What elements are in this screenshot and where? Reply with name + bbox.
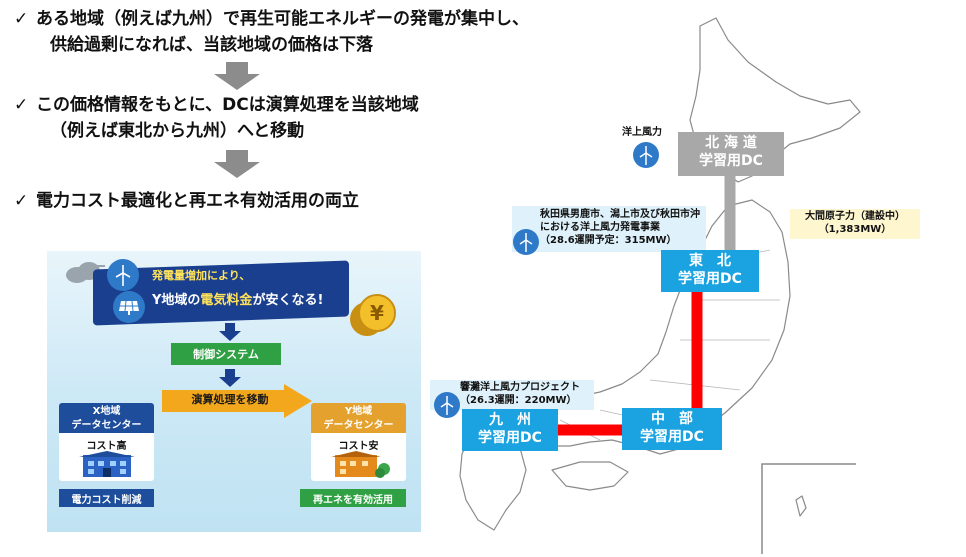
dc-kyushu-region: 九 州 <box>489 412 531 428</box>
banner-line2-pre: Y地域の <box>152 293 201 308</box>
move-processing-arrow <box>162 384 312 418</box>
control-system-box: 制御システム <box>171 343 281 365</box>
dc-kyushu: 九 州 学習用DC <box>462 409 558 451</box>
y-dc-tag: 再エネを有効活用 <box>300 489 406 507</box>
y-dc-cost: コスト安 <box>338 441 379 452</box>
akita-line2: における洋上風力発電事業 <box>540 222 660 233</box>
dc-chubu-region: 中 部 <box>651 411 693 427</box>
akita-wind-callout: 秋田県男鹿市、潟上市及び秋田市沖 における洋上風力発電事業 （28.6運開予定：… <box>512 206 706 252</box>
check-icon: ✓ <box>14 95 29 115</box>
akita-line1: 秋田県男鹿市、潟上市及び秋田市沖 <box>540 209 700 220</box>
dc-tohoku-type: 学習用DC <box>678 271 742 287</box>
inset-frame <box>761 463 856 554</box>
yen-symbol: ¥ <box>370 301 384 325</box>
wind-turbine-icon <box>513 229 539 255</box>
x-region-dc-card: X地域データセンター コスト高 <box>59 403 154 481</box>
x-dc-body: コスト高 <box>59 433 154 481</box>
oma-line2: （1,383MW） <box>818 224 892 235</box>
bullet-1-line2: 供給過剰になれば、当該地域の価格は下落 <box>50 35 373 55</box>
building-icon <box>79 451 135 477</box>
bullet-1-line1: ある地域（例えば九州）で再生可能エネルギーの発電が集中し、 <box>36 9 529 29</box>
check-icon: ✓ <box>14 9 29 29</box>
y-dc-header: Y地域データセンター <box>311 403 406 433</box>
wind-turbine-icon <box>633 142 659 168</box>
x-dc-title1: X地域 <box>92 406 121 417</box>
bullet-2-line1: この価格情報をもとに、DCは演算処理を当該地域 <box>36 95 419 115</box>
dc-tohoku-region: 東 北 <box>689 253 731 269</box>
dc-hokkaido-type: 学習用DC <box>699 153 763 169</box>
building-icon <box>331 451 390 478</box>
x-dc-tag: 電力コスト削減 <box>59 489 154 507</box>
down-arrow-icon <box>214 150 260 178</box>
banner-line1: 発電量増加により、 <box>152 269 251 282</box>
dc-hokkaido: 北 海 道 学習用DC <box>678 132 784 176</box>
y-region-dc-card: Y地域データセンター コスト安 <box>311 403 406 481</box>
wind-turbine-icon <box>107 259 139 291</box>
x-dc-cost: コスト高 <box>86 441 127 452</box>
check-icon: ✓ <box>14 191 29 211</box>
okinawa-island <box>795 495 807 517</box>
bullet-3: ✓ 電力コスト最適化と再エネ有効活用の両立 <box>14 188 359 214</box>
down-arrow-icon <box>214 62 260 90</box>
dc-tohoku: 東 北 学習用DC <box>661 250 759 292</box>
down-arrow-icon <box>219 323 241 341</box>
y-dc-title2: データセンター <box>323 420 394 431</box>
bullet-3-line1: 電力コスト最適化と再エネ有効活用の両立 <box>36 191 359 211</box>
down-arrow-icon <box>219 369 241 387</box>
akita-line3: （28.6運開予定：315MW） <box>540 235 677 246</box>
oma-line1: 大間原子力（建設中） <box>805 211 905 222</box>
x-dc-title2: データセンター <box>71 420 142 431</box>
offshore-wind-label: 洋上風力 <box>622 127 662 138</box>
bullet-2-line2: （例えば東北から九州）へと移動 <box>50 121 305 141</box>
wind-turbine-icon <box>434 392 460 418</box>
banner-line2: Y地域の電気料金が安くなる! <box>152 289 323 308</box>
move-processing-label: 演算処理を移動 <box>191 393 269 406</box>
dc-chubu: 中 部 学習用DC <box>622 408 722 450</box>
dc-chubu-type: 学習用DC <box>640 429 704 445</box>
yen-coin-icon: ¥ <box>350 294 396 336</box>
shikoku-outline <box>551 461 629 491</box>
hibiki-line1: 響灘洋上風力プロジェクト <box>460 382 580 393</box>
hibiki-line2: （26.3運開：220MW） <box>460 395 577 406</box>
bullet-2: ✓ この価格情報をもとに、DCは演算処理を当該地域 （例えば東北から九州）へと移動 <box>14 92 419 144</box>
banner-line2-highlight: 電気料金 <box>200 293 253 308</box>
y-dc-body: コスト安 <box>311 433 406 481</box>
y-dc-title1: Y地域 <box>344 406 373 417</box>
oma-nuclear-callout: 大間原子力（建設中） （1,383MW） <box>790 209 920 239</box>
banner-line2-post: が安くなる! <box>252 293 324 308</box>
bullet-1: ✓ ある地域（例えば九州）で再生可能エネルギーの発電が集中し、 供給過剰になれば、… <box>14 6 529 58</box>
dc-kyushu-type: 学習用DC <box>478 430 542 446</box>
dc-hokkaido-region: 北 海 道 <box>705 135 757 151</box>
solar-panel-icon <box>113 291 145 323</box>
dc-shift-infographic: 発電量増加により、 Y地域の電気料金が安くなる! ¥ 制御システム 演算処理を移… <box>47 251 421 532</box>
x-dc-header: X地域データセンター <box>59 403 154 433</box>
